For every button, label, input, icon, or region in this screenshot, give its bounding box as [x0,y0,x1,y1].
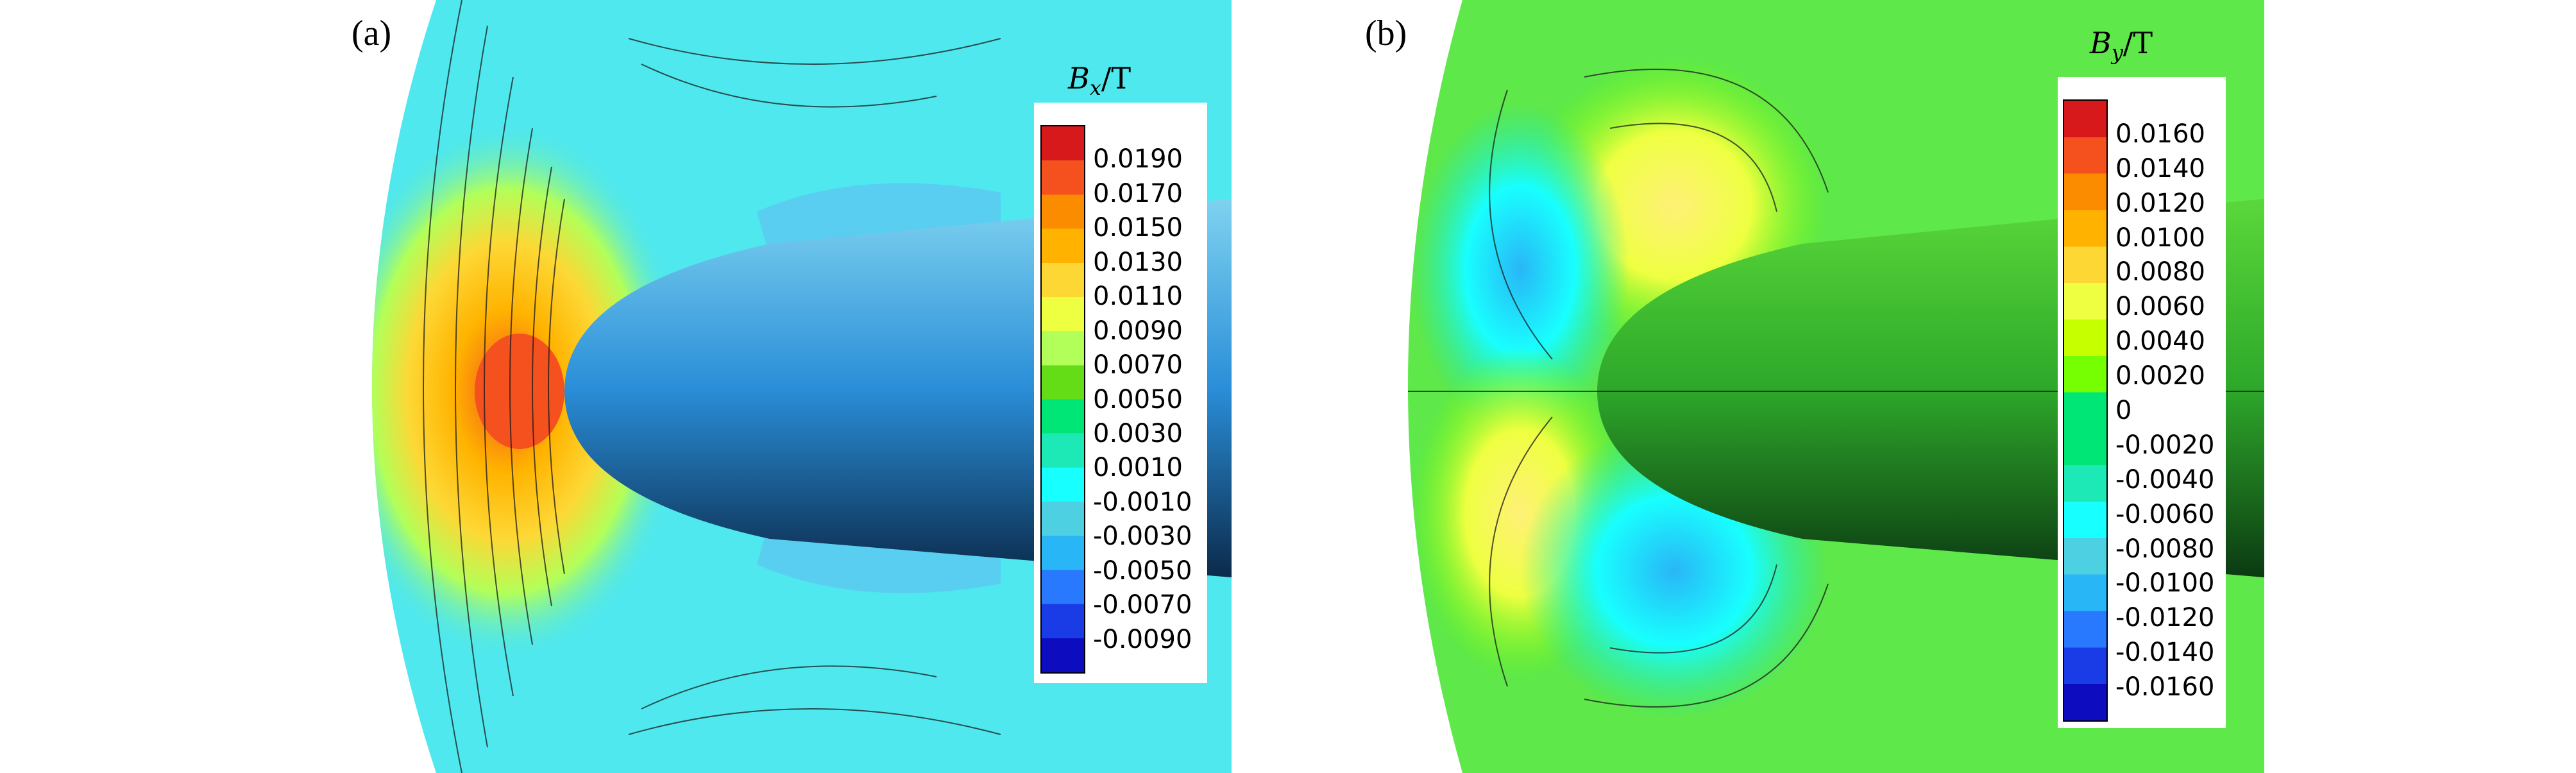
negative-lobe-upper [1411,103,1629,436]
contour-lines-a [423,0,1001,773]
colorbar-tick-label: 0.0100 [2115,223,2205,253]
colorbar-tick-label: 0 [2115,396,2132,425]
colorbar-tick-label: 0.0070 [1093,350,1183,380]
colorbar-tick-label: 0.0050 [1093,384,1183,414]
colorbar-a [1040,125,1085,674]
colorbar-tick-label: 0.0010 [1093,453,1183,483]
colorbar-tick-label: -0.0020 [2115,430,2215,460]
colorbar-tick-label: 0.0030 [1093,418,1183,448]
colorbar-tick-label: -0.0100 [2115,568,2215,599]
colorbar-tick-label: 0.0140 [2115,153,2205,183]
colorbar-title-a: Bx/T [1068,61,1131,101]
colorbar-tick-label: 0.0080 [2115,257,2205,287]
colorbar-title-b: By/T [2090,26,2153,65]
colorbar-tick-label: -0.0050 [1093,556,1192,586]
colorbar-tick-label: -0.0080 [2115,534,2215,564]
colorbar-tick-label: 0.0190 [1093,144,1183,174]
colorbar-b [2063,99,2108,722]
colorbar-tick-label: 0.0040 [2115,327,2205,357]
colorbar-tick-label: 0.0130 [1093,247,1183,277]
panel-label-a: (a) [352,13,392,53]
colorbar-tick-label: 0.0020 [2115,361,2205,391]
colorbar-tick-label: -0.0120 [2115,603,2215,633]
colorbar-tick-label: 0.0170 [1093,178,1183,208]
colorbar-tick-label: -0.0060 [2115,499,2215,529]
colorbar-tick-label: 0.0160 [2115,119,2205,149]
colorbar-tick-label: -0.0030 [1093,522,1192,552]
colorbar-tick-label: -0.0040 [2115,464,2215,495]
colorbar-tick-label: -0.0160 [2115,672,2215,702]
colorbar-tick-label: 0.0110 [1093,282,1183,312]
panel-label-b: (b) [1365,13,1407,53]
colorbar-tick-label: -0.0070 [1093,590,1192,620]
colorbar-tick-label: 0.0060 [2115,292,2205,322]
colorbar-tick-label: -0.0090 [1093,624,1192,654]
colorbar-tick-label: -0.0140 [2115,638,2215,668]
colorbar-tick-label: 0.0090 [1093,316,1183,346]
colorbar-tick-label: 0.0150 [1093,213,1183,243]
colorbar-tick-label: -0.0010 [1093,487,1192,517]
colorbar-tick-label: 0.0120 [2115,188,2205,218]
